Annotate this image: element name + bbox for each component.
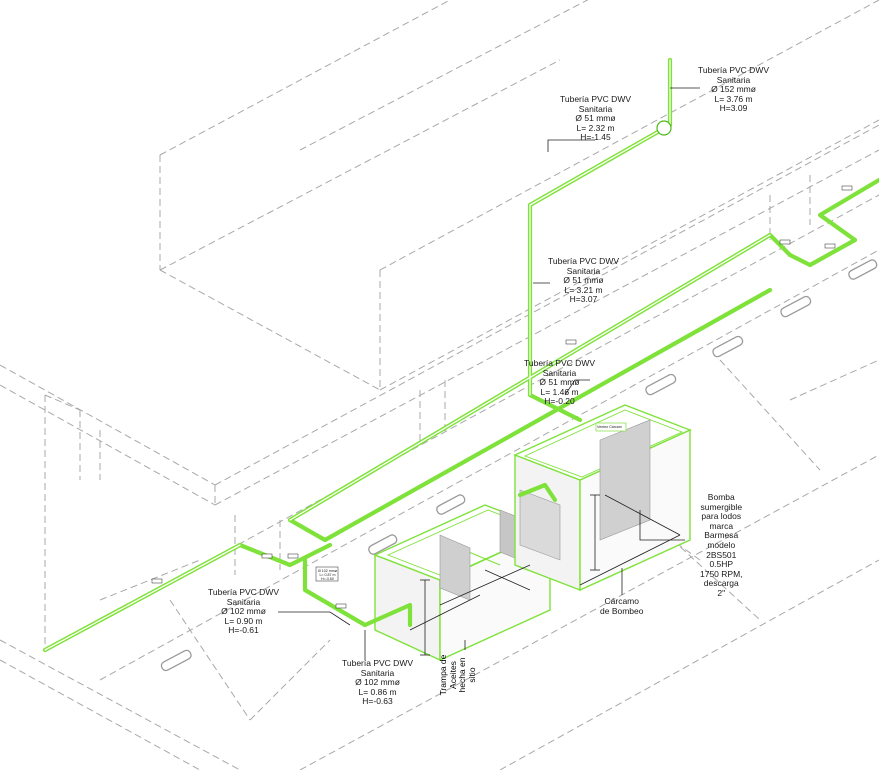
pump-pit-tank bbox=[513, 404, 692, 592]
vent-tag: Venteo Cárcam bbox=[597, 425, 622, 429]
pipe-tags bbox=[151, 185, 853, 609]
floor-drains bbox=[160, 259, 878, 672]
dimension-lines bbox=[409, 494, 681, 656]
pipe-network bbox=[42, 57, 879, 653]
leader-lines bbox=[278, 87, 700, 660]
